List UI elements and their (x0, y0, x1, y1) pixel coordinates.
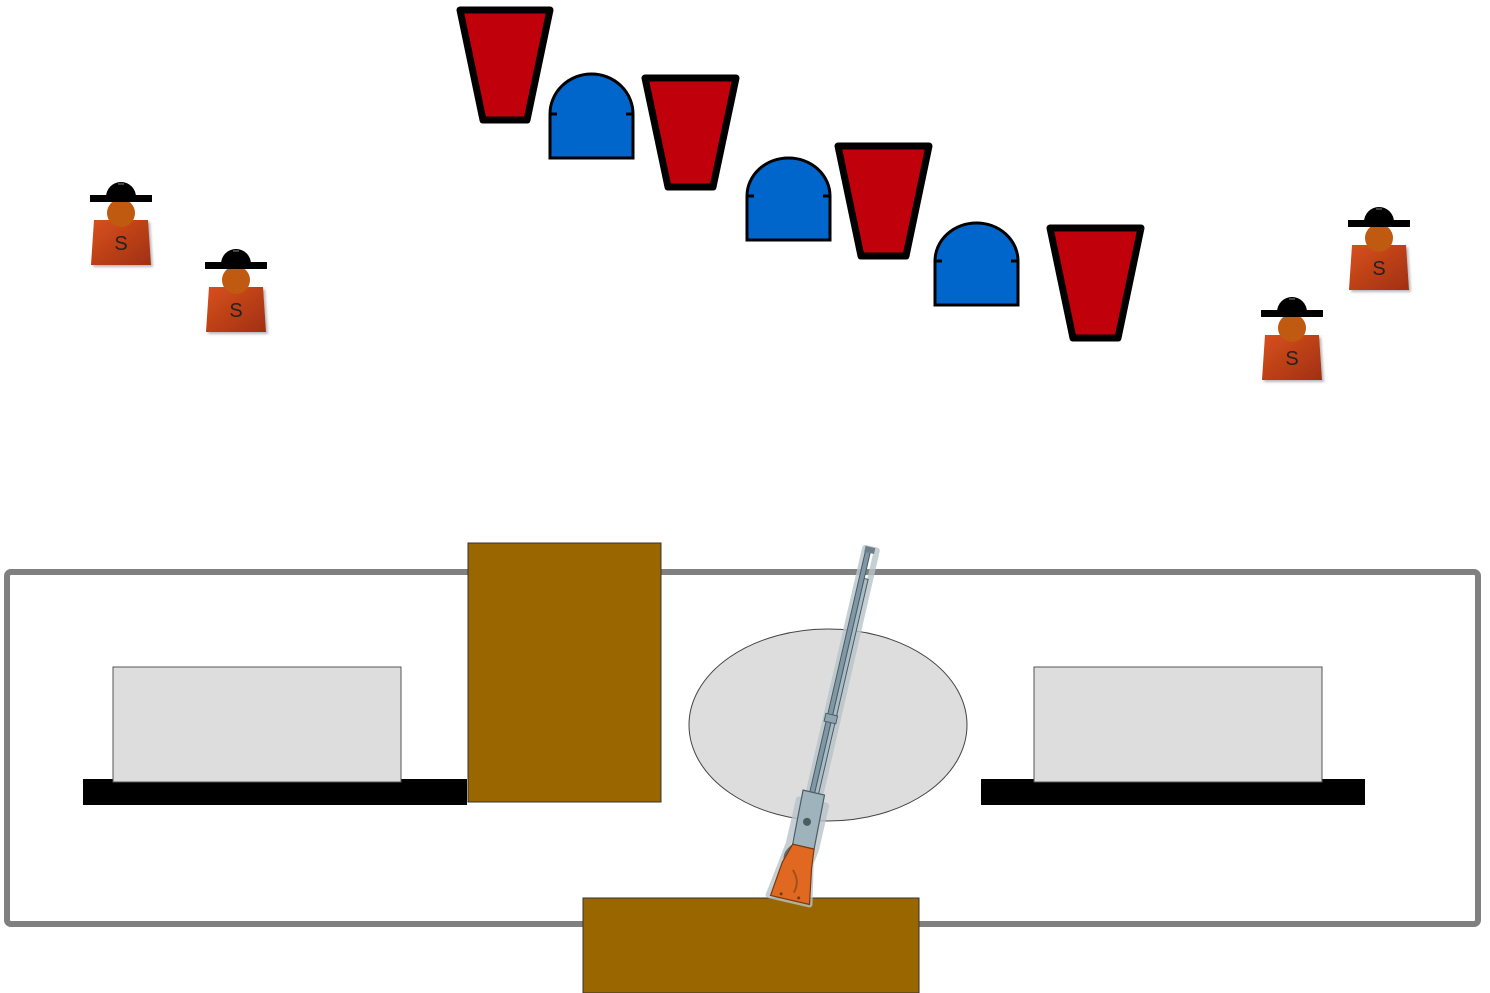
shooter-figure: S (90, 182, 152, 265)
right-prop-table (981, 779, 1365, 805)
blue-dome-target (548, 72, 635, 160)
blue-dome-target (933, 221, 1020, 307)
hat-icon (221, 249, 251, 264)
shooter-figure: S (205, 249, 267, 332)
shooter-figure: S (1348, 207, 1410, 290)
hat-icon (106, 182, 136, 197)
shooter-body (206, 287, 266, 332)
shooter-label: S (114, 233, 127, 255)
shooter-label: S (1372, 258, 1385, 280)
shooter-head (1278, 314, 1306, 342)
rifle-icon (765, 544, 880, 908)
left-prop-box (112, 666, 402, 783)
right-prop-box (1033, 666, 1323, 783)
red-bucket-target (834, 142, 933, 260)
red-bucket-target (456, 6, 554, 124)
red-bucket-target (1046, 224, 1145, 342)
shooter-head (222, 266, 250, 294)
shooter-body (1262, 335, 1322, 380)
hat-brim (1348, 220, 1410, 227)
hat-icon (1277, 297, 1307, 312)
shooter-body (91, 220, 151, 265)
hat-brim (90, 195, 152, 202)
red-bucket-target (641, 74, 740, 191)
shooting-bay (4, 542, 1481, 993)
hat-brim (205, 262, 267, 269)
start-table (582, 897, 920, 993)
hat-icon (1364, 207, 1394, 222)
shooter-group: S S S S (90, 182, 1410, 380)
target-array (456, 6, 1145, 342)
blue-dome-target (745, 156, 832, 242)
shooter-label: S (1285, 348, 1298, 370)
shooter-figure: S (1261, 297, 1323, 380)
hat-brim (1261, 310, 1323, 317)
shooter-head (107, 199, 135, 227)
shooter-head (1365, 224, 1393, 252)
shooter-label: S (229, 300, 242, 322)
shooter-body (1349, 245, 1409, 290)
center-barricade (467, 542, 662, 803)
left-prop-table (83, 779, 467, 805)
